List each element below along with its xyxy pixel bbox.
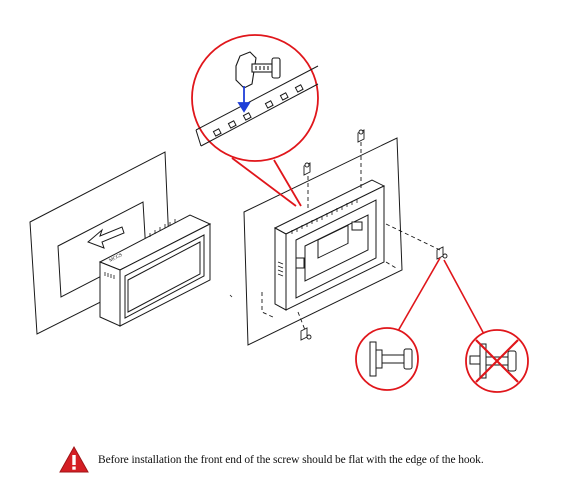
correct-screw-callout: [355, 327, 419, 391]
installation-note: Before installation the front end of the…: [98, 454, 484, 466]
warning-triangle-icon: [59, 445, 89, 473]
panel-marker: [229, 294, 233, 298]
prohibited-cross-icon: [475, 339, 519, 383]
hook-magnified: [235, 51, 281, 89]
mounting-hook-top-right: [357, 129, 365, 143]
svg-text:MCGS: MCGS: [109, 253, 124, 264]
hmi-side-vents: [104, 219, 176, 279]
mounting-hook-top-left: [303, 162, 311, 176]
hmi-rear-vents: [277, 199, 358, 277]
mounting-hook-bottom-left: [300, 327, 312, 341]
hmi-slot-edge: [195, 65, 319, 147]
mounting-hook-right: [436, 246, 448, 260]
hmi-device-front: MCGS: [98, 214, 212, 327]
caption-row: Before installation the front end of the…: [58, 445, 484, 475]
hook-detail-callout: [191, 34, 319, 207]
insert-direction-arrow: [87, 226, 125, 249]
incorrect-screw-callout: [465, 329, 529, 393]
hmi-device-rear: [273, 179, 386, 311]
hook-guide-lines: [261, 142, 441, 331]
insert-hook-arrow: [237, 86, 251, 113]
callout-leader-lines: [397, 257, 486, 337]
